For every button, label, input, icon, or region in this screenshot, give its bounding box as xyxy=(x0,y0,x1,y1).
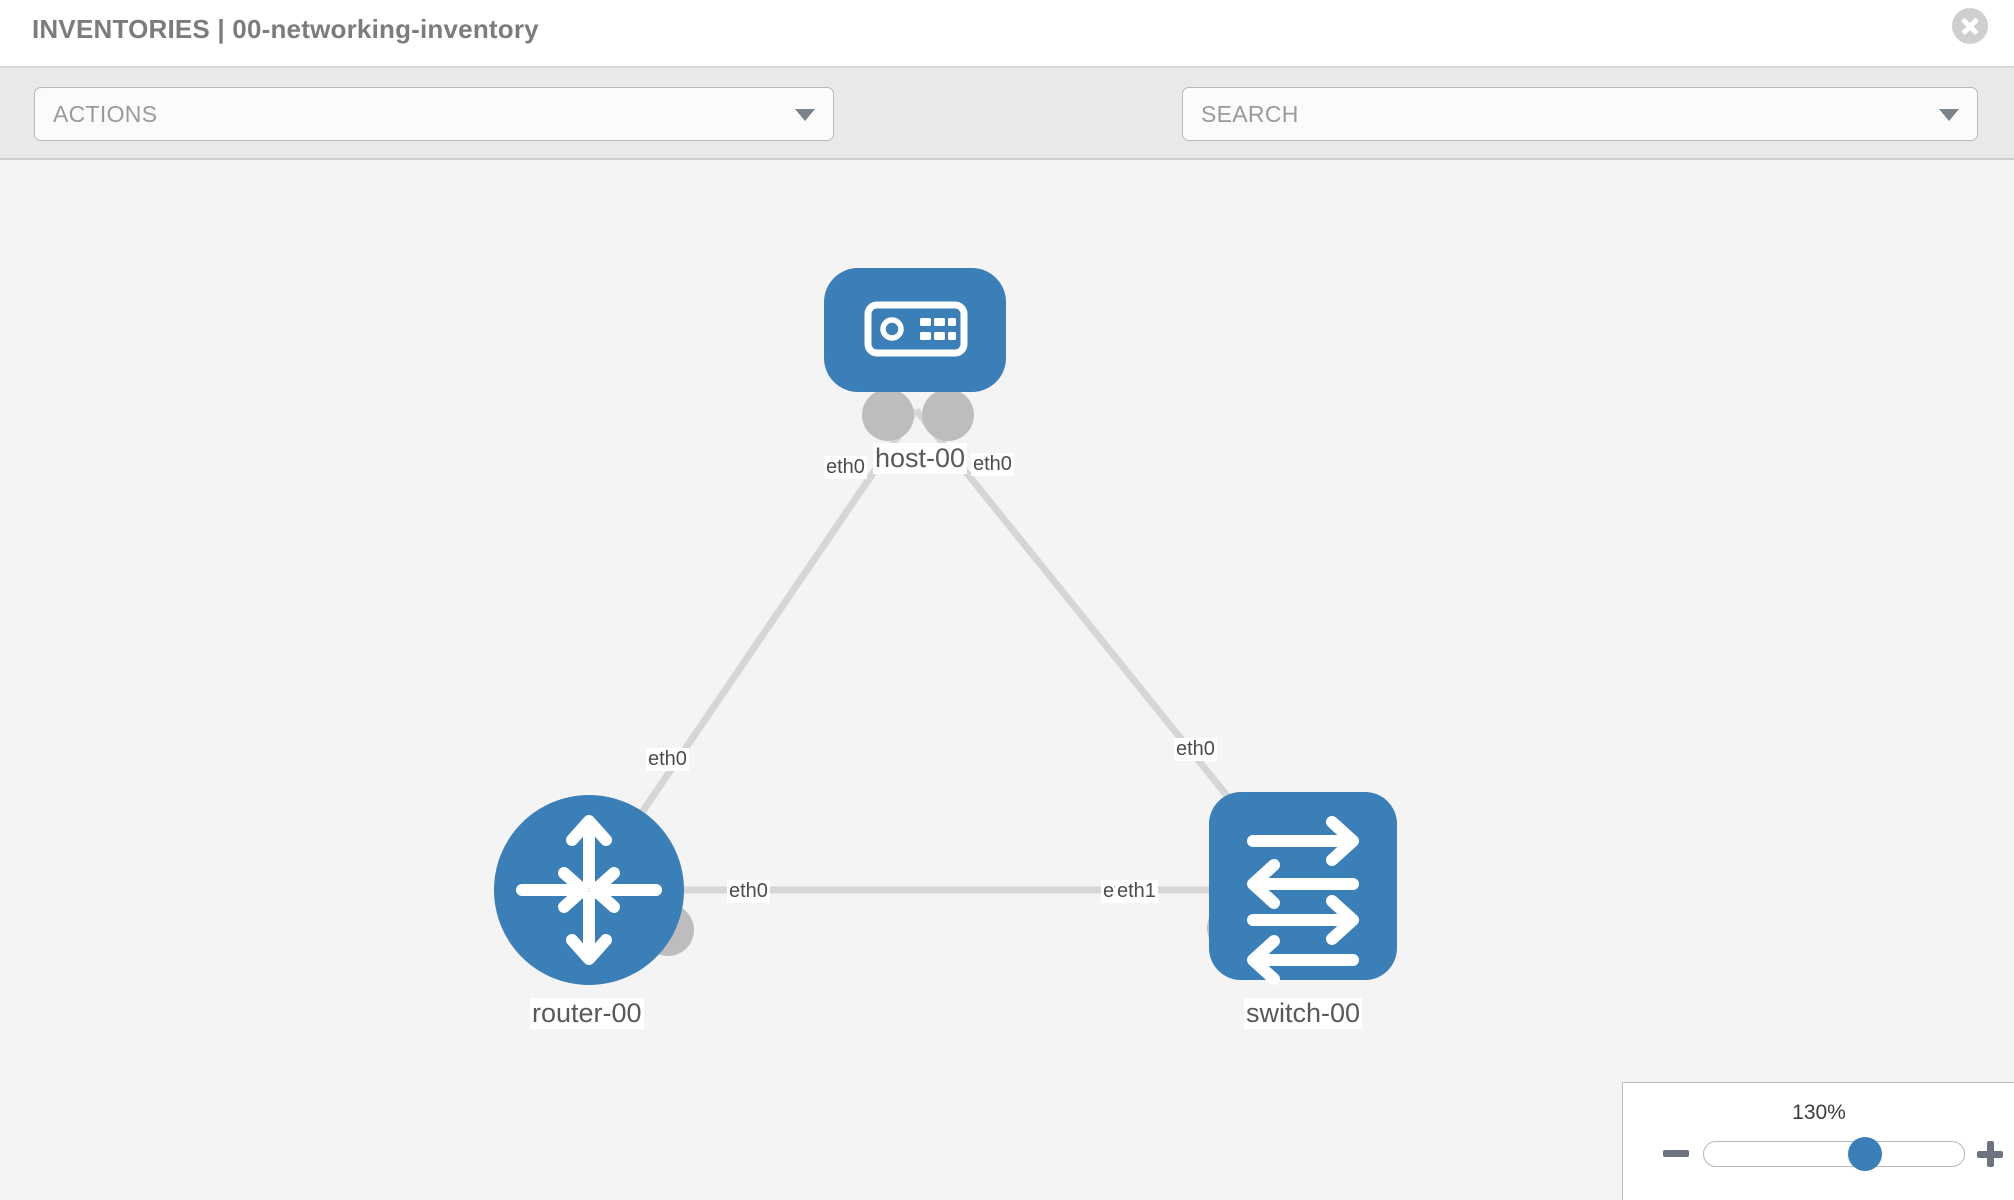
edge-host-router xyxy=(586,408,919,892)
graph-edges xyxy=(586,407,1306,894)
plus-icon-vertical xyxy=(1987,1141,1994,1167)
connector-host-left xyxy=(862,389,914,441)
node-switch-00[interactable] xyxy=(1209,792,1397,985)
search-input-placeholder: SEARCH xyxy=(1201,101,1299,127)
actions-dropdown[interactable]: ACTIONS xyxy=(34,87,834,141)
edge-label-host-left: eth0 xyxy=(824,456,867,479)
page-header: INVENTORIES | 00-networking-inventory xyxy=(0,0,2014,68)
edge-label-router-uplink: eth0 xyxy=(646,748,689,771)
zoom-in-button[interactable] xyxy=(1975,1139,2005,1169)
edge-label-router-eth0: eth0 xyxy=(727,880,770,903)
search-input[interactable]: SEARCH xyxy=(1182,87,1978,141)
node-label-switch-00: switch-00 xyxy=(1244,998,1363,1029)
zoom-out-button[interactable] xyxy=(1663,1150,1689,1157)
close-icon[interactable] xyxy=(1952,8,1988,44)
edge-label-host-right: eth0 xyxy=(971,453,1014,476)
toolbar: ACTIONS SEARCH xyxy=(0,68,2014,196)
zoom-level-value: 130% xyxy=(1792,1101,1846,1124)
actions-dropdown-label: ACTIONS xyxy=(53,101,158,127)
node-host-00[interactable] xyxy=(824,268,1006,392)
node-label-host-00: host-00 xyxy=(873,443,968,474)
zoom-slider-track[interactable] xyxy=(1703,1141,1965,1167)
zoom-control-panel: 130% xyxy=(1622,1082,2014,1200)
zoom-slider-thumb[interactable] xyxy=(1848,1137,1883,1171)
edge-label-switch-uplink: eth0 xyxy=(1174,738,1217,761)
chevron-down-icon xyxy=(1939,109,1959,121)
topology-canvas[interactable]: host-00 router-00 switch-00 eth0 eth0 et… xyxy=(0,160,2014,1200)
connector-host-right xyxy=(922,389,974,441)
node-router-00[interactable] xyxy=(494,795,684,985)
node-label-router-00: router-00 xyxy=(530,998,644,1029)
chevron-down-icon xyxy=(795,109,815,121)
page-title: INVENTORIES | 00-networking-inventory xyxy=(32,14,539,44)
edge-label-switch-eth1: eth1 xyxy=(1115,880,1158,903)
topology-graph xyxy=(494,268,1397,985)
